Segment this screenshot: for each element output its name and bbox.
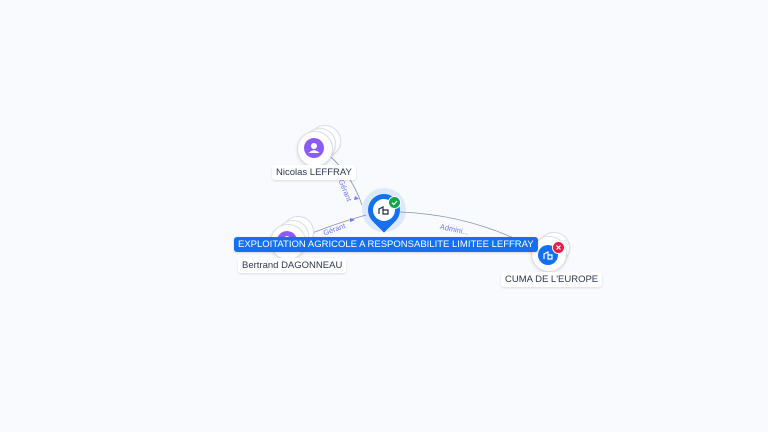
status-closed-icon xyxy=(552,241,565,254)
edge-arrow-left xyxy=(350,218,355,222)
building-icon xyxy=(375,201,393,219)
edge-arrow-top xyxy=(354,196,359,200)
label-nicolas-leffray[interactable]: Nicolas LEFFRAY xyxy=(272,165,356,180)
person-icon xyxy=(304,138,324,158)
status-active-icon xyxy=(388,196,401,209)
node-company-leffray[interactable] xyxy=(361,187,412,240)
label-cuma-de-leurope[interactable]: CUMA DE L'EUROPE xyxy=(501,272,603,287)
label-exploitation-agricole-leffray[interactable]: EXPLOITATION AGRICOLE A RESPONSABILITE L… xyxy=(234,237,538,252)
node-person-nicolas[interactable] xyxy=(295,125,345,170)
label-bertrand-dagonneau[interactable]: Bertrand DAGONNEAU xyxy=(238,258,347,273)
